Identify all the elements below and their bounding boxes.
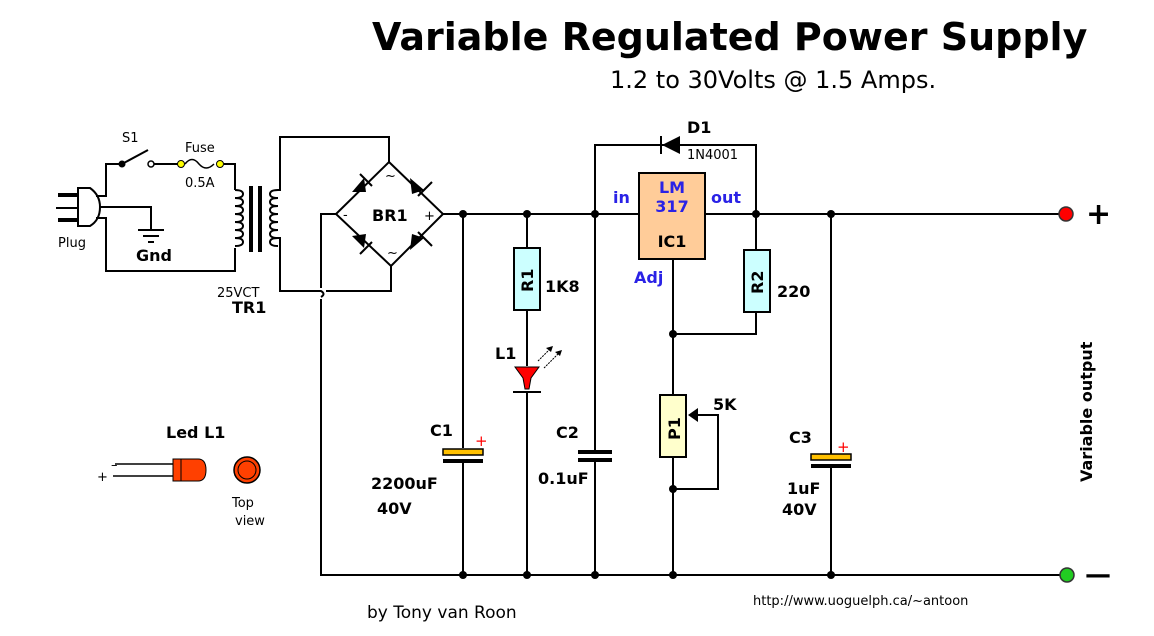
capacitor-c3 <box>810 453 852 468</box>
c2-label: C2 <box>556 423 579 442</box>
d1-label: D1 <box>687 118 711 137</box>
c1-polarity: + <box>475 432 488 450</box>
c3-polarity: + <box>837 438 850 456</box>
c3-value: 1uF <box>787 479 820 498</box>
ground-label: Gnd <box>136 246 172 265</box>
c1-label: C1 <box>430 421 453 440</box>
switch-s1 <box>118 149 155 168</box>
wiper-arrow-icon <box>688 408 698 422</box>
negative-terminal[interactable] <box>1059 567 1075 583</box>
website-url[interactable]: http://www.uoguelph.ca/~antoon <box>753 594 968 609</box>
c1-voltage: 40V <box>377 499 412 518</box>
c3-label: C3 <box>789 428 812 447</box>
resistor-r1 <box>513 247 541 311</box>
plug <box>56 187 102 227</box>
c3-voltage: 40V <box>782 500 817 519</box>
p1-value: 5K <box>713 395 737 414</box>
ic1-pin-out: out <box>711 188 741 207</box>
led-minus: – <box>111 458 118 473</box>
bridge-ac2: ~ <box>387 246 398 261</box>
r2-label: R2 <box>748 271 767 294</box>
d1-part: 1N4001 <box>687 148 738 163</box>
c1-value: 2200uF <box>371 474 438 493</box>
positive-terminal[interactable] <box>1058 206 1074 222</box>
r2-value: 220 <box>777 282 810 301</box>
regulator-ic1 <box>638 172 706 260</box>
ic1-pin-adj: Adj <box>634 268 663 287</box>
transformer-rating: 25VCT <box>217 286 260 301</box>
led-side-view-icon <box>113 458 207 482</box>
led-top-view-line2: view <box>235 514 265 529</box>
author-credit: by Tony van Roon <box>367 603 517 623</box>
transformer-tr1 <box>234 186 279 252</box>
r1-label: R1 <box>518 269 537 292</box>
fuse-label: Fuse <box>185 141 215 156</box>
output-label: Variable output <box>1077 341 1096 482</box>
led-l1 <box>513 346 562 393</box>
ic1-pin-in: in <box>613 188 630 207</box>
bridge-minus: - <box>343 208 348 223</box>
bridge-rectifier-br1 <box>334 160 445 268</box>
ic1-label: IC1 <box>658 232 687 251</box>
led-detail-title: Led L1 <box>166 423 225 442</box>
switch-label: S1 <box>122 131 139 146</box>
capacitor-c2 <box>578 450 612 462</box>
l1-label: L1 <box>495 344 516 363</box>
fuse <box>177 158 224 169</box>
fuse-rating: 0.5A <box>185 176 215 191</box>
bridge-ac1: ~ <box>385 169 396 184</box>
ic1-part-line1: LM <box>659 178 685 197</box>
transformer-label: TR1 <box>232 298 266 317</box>
positive-sign: + <box>1086 197 1111 232</box>
diode-d1 <box>660 136 680 154</box>
negative-sign: — <box>1085 560 1111 590</box>
page-title: Variable Regulated Power Supply <box>372 15 1088 59</box>
ic1-part-line2: 317 <box>655 197 688 216</box>
bridge-plus: + <box>424 209 435 224</box>
plug-label: Plug <box>58 236 86 251</box>
page-subtitle: 1.2 to 30Volts @ 1.5 Amps. <box>610 66 936 94</box>
c2-value: 0.1uF <box>538 469 589 488</box>
led-top-view-line1: Top <box>231 496 254 511</box>
bridge-label: BR1 <box>372 206 408 225</box>
p1-label: P1 <box>665 417 684 440</box>
led-top-view-icon <box>233 456 261 484</box>
capacitor-c1 <box>442 448 484 463</box>
r1-value: 1K8 <box>545 277 580 296</box>
led-plus: + <box>97 470 108 485</box>
ground-icon <box>138 229 164 243</box>
